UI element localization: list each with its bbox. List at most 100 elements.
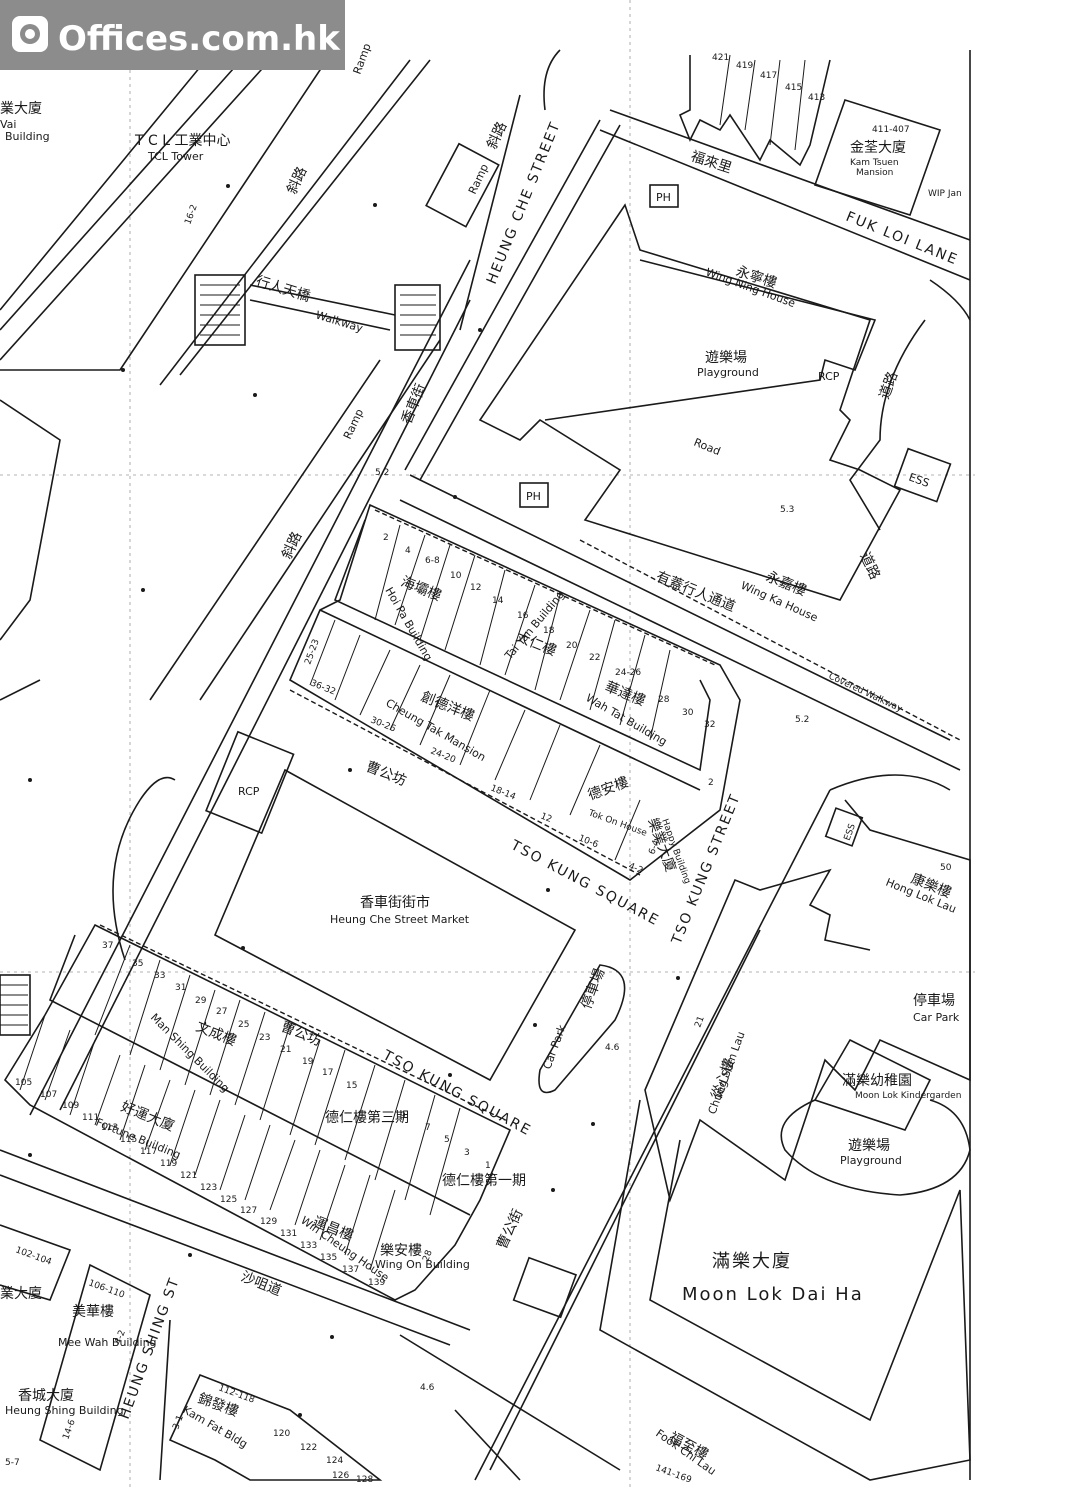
level-4-6b: 4.6	[420, 1383, 435, 1393]
num-16: 16	[517, 611, 529, 621]
wip-label: WIP Jan	[928, 189, 962, 199]
tcl-tower-label-en: TCL Tower	[147, 150, 204, 163]
num-122: 122	[300, 1443, 317, 1453]
kam-tsuen-en1: Kam Tsuen	[850, 158, 899, 168]
hong-lok-complex-outline	[644, 799, 971, 1203]
tak-yan1-cn: 德仁樓第一期	[442, 1172, 526, 1189]
car-park-strip	[538, 964, 626, 1094]
num-19: 19	[302, 1057, 314, 1067]
num-121: 121	[180, 1171, 197, 1181]
num-18: 18	[543, 626, 555, 636]
num-29: 29	[195, 996, 207, 1006]
num-23: 23	[259, 1033, 270, 1043]
num-117: 117	[140, 1147, 157, 1157]
num-135: 135	[320, 1253, 337, 1263]
mee-wah-outline	[39, 1263, 151, 1472]
walkway-label-en: Walkway	[314, 308, 365, 335]
tcl-tower-label-cn: T C L 工業中心	[134, 133, 230, 149]
market-cn: 香車街街市	[360, 894, 430, 911]
rcp-box	[205, 730, 295, 835]
num-27: 27	[216, 1007, 227, 1017]
num-3: 3	[464, 1148, 470, 1158]
num-17: 17	[322, 1068, 333, 1078]
watermark-brand: Offices.com.hk	[58, 19, 341, 59]
num-9: 9	[400, 1111, 406, 1121]
num-6-4: 6-4	[647, 839, 662, 856]
covered-walkway-en: Covered Walkway	[827, 672, 904, 715]
wing-on-cn: 樂安樓	[380, 1242, 422, 1259]
ph-box-top	[649, 184, 679, 208]
num-30: 30	[682, 708, 694, 718]
kam-tsuen-outline	[813, 99, 942, 216]
moon-lok-en: Moon Lok Dai Ha	[682, 1284, 864, 1305]
num-10: 10	[450, 571, 462, 581]
moon-lok-cn: 滿樂大廈	[712, 1251, 792, 1272]
num-5-7: 5-7	[5, 1458, 20, 1468]
tak-yan3-cn: 德仁樓第三期	[325, 1109, 409, 1126]
kam-fat-outline	[168, 1373, 383, 1481]
ess-mid-label: ESS	[843, 822, 858, 842]
tcl-tower-outline	[0, 54, 332, 371]
num-28: 28	[658, 695, 670, 705]
bottom-left-cn: 業大廈	[0, 1285, 42, 1302]
tso-kung-square-cn-top: 曹公坊	[364, 759, 409, 790]
moon-lok-kg-en: Moon Lok Kindergarden	[855, 1091, 961, 1101]
num-119: 119	[160, 1159, 177, 1169]
bridge-box	[512, 1256, 578, 1319]
wai-building-en2: Building	[5, 130, 50, 143]
playground-en-bottom: Playground	[840, 1154, 902, 1167]
num-6-8: 6-8	[425, 556, 440, 566]
heung-shing-en: Heung Shing Building	[5, 1404, 124, 1417]
wai-building-cn: 業大廈	[0, 100, 42, 117]
num-125: 125	[220, 1195, 237, 1205]
ramp-cn-1: 斜路	[284, 165, 310, 197]
num-35: 35	[132, 959, 143, 969]
num-141-169: 141-169	[654, 1463, 693, 1485]
number-419: 419	[736, 61, 753, 71]
num-105: 105	[15, 1078, 32, 1088]
num-15: 15	[346, 1081, 357, 1091]
market-en: Heung Che Street Market	[330, 913, 470, 926]
car-park-en: Car Park	[913, 1011, 960, 1024]
chung-sum-en: Chung Sum Lau	[706, 1030, 748, 1116]
num-107: 107	[40, 1090, 57, 1100]
num-106-110: 106-110	[87, 1278, 126, 1300]
num-28b: 28	[421, 1249, 434, 1263]
walkway-label-cn: 行人天橋	[254, 274, 312, 306]
num-123: 123	[200, 1183, 217, 1193]
ess-box-mid	[824, 807, 864, 847]
heung-che-market-outline	[213, 768, 577, 1082]
playground-en-top: Playground	[697, 366, 759, 379]
num-7: 7	[425, 1123, 431, 1133]
num-4: 4	[405, 546, 411, 556]
rcp-label-mid: RCP	[238, 785, 260, 798]
shops-413-421	[678, 54, 831, 167]
num-36-32: 36-32	[309, 679, 337, 698]
num-12: 12	[470, 583, 481, 593]
num-115: 115	[120, 1135, 137, 1145]
tok-on-cn: 德安樓	[586, 774, 631, 803]
grid-lines	[0, 0, 975, 1487]
num-30-26: 30-26	[369, 716, 397, 735]
num-50: 50	[940, 863, 952, 873]
bottom-left-block-a	[0, 1224, 72, 1301]
num-109: 109	[62, 1101, 79, 1111]
rcp-label-top: RCP	[818, 370, 840, 383]
num-3-1: 3-1	[171, 1414, 185, 1431]
num-37: 37	[102, 941, 113, 951]
num-126: 126	[332, 1471, 349, 1481]
central-block	[288, 503, 741, 881]
walkway-bridge	[0, 274, 441, 1036]
wing-ning-inner	[544, 259, 877, 421]
ess-box-top	[893, 447, 952, 503]
watermark-banner: Offices.com.hk	[0, 0, 345, 70]
number-417: 417	[760, 71, 777, 81]
num-33: 33	[154, 971, 165, 981]
num-20: 20	[566, 641, 578, 651]
tso-kung-street-cn: 曹公街	[494, 1207, 526, 1252]
fuk-loi-lane-label: FUK LOI LANE	[844, 209, 961, 269]
number-413: 413	[808, 93, 825, 103]
num-12b: 12	[539, 812, 553, 826]
num-127: 127	[240, 1206, 257, 1216]
